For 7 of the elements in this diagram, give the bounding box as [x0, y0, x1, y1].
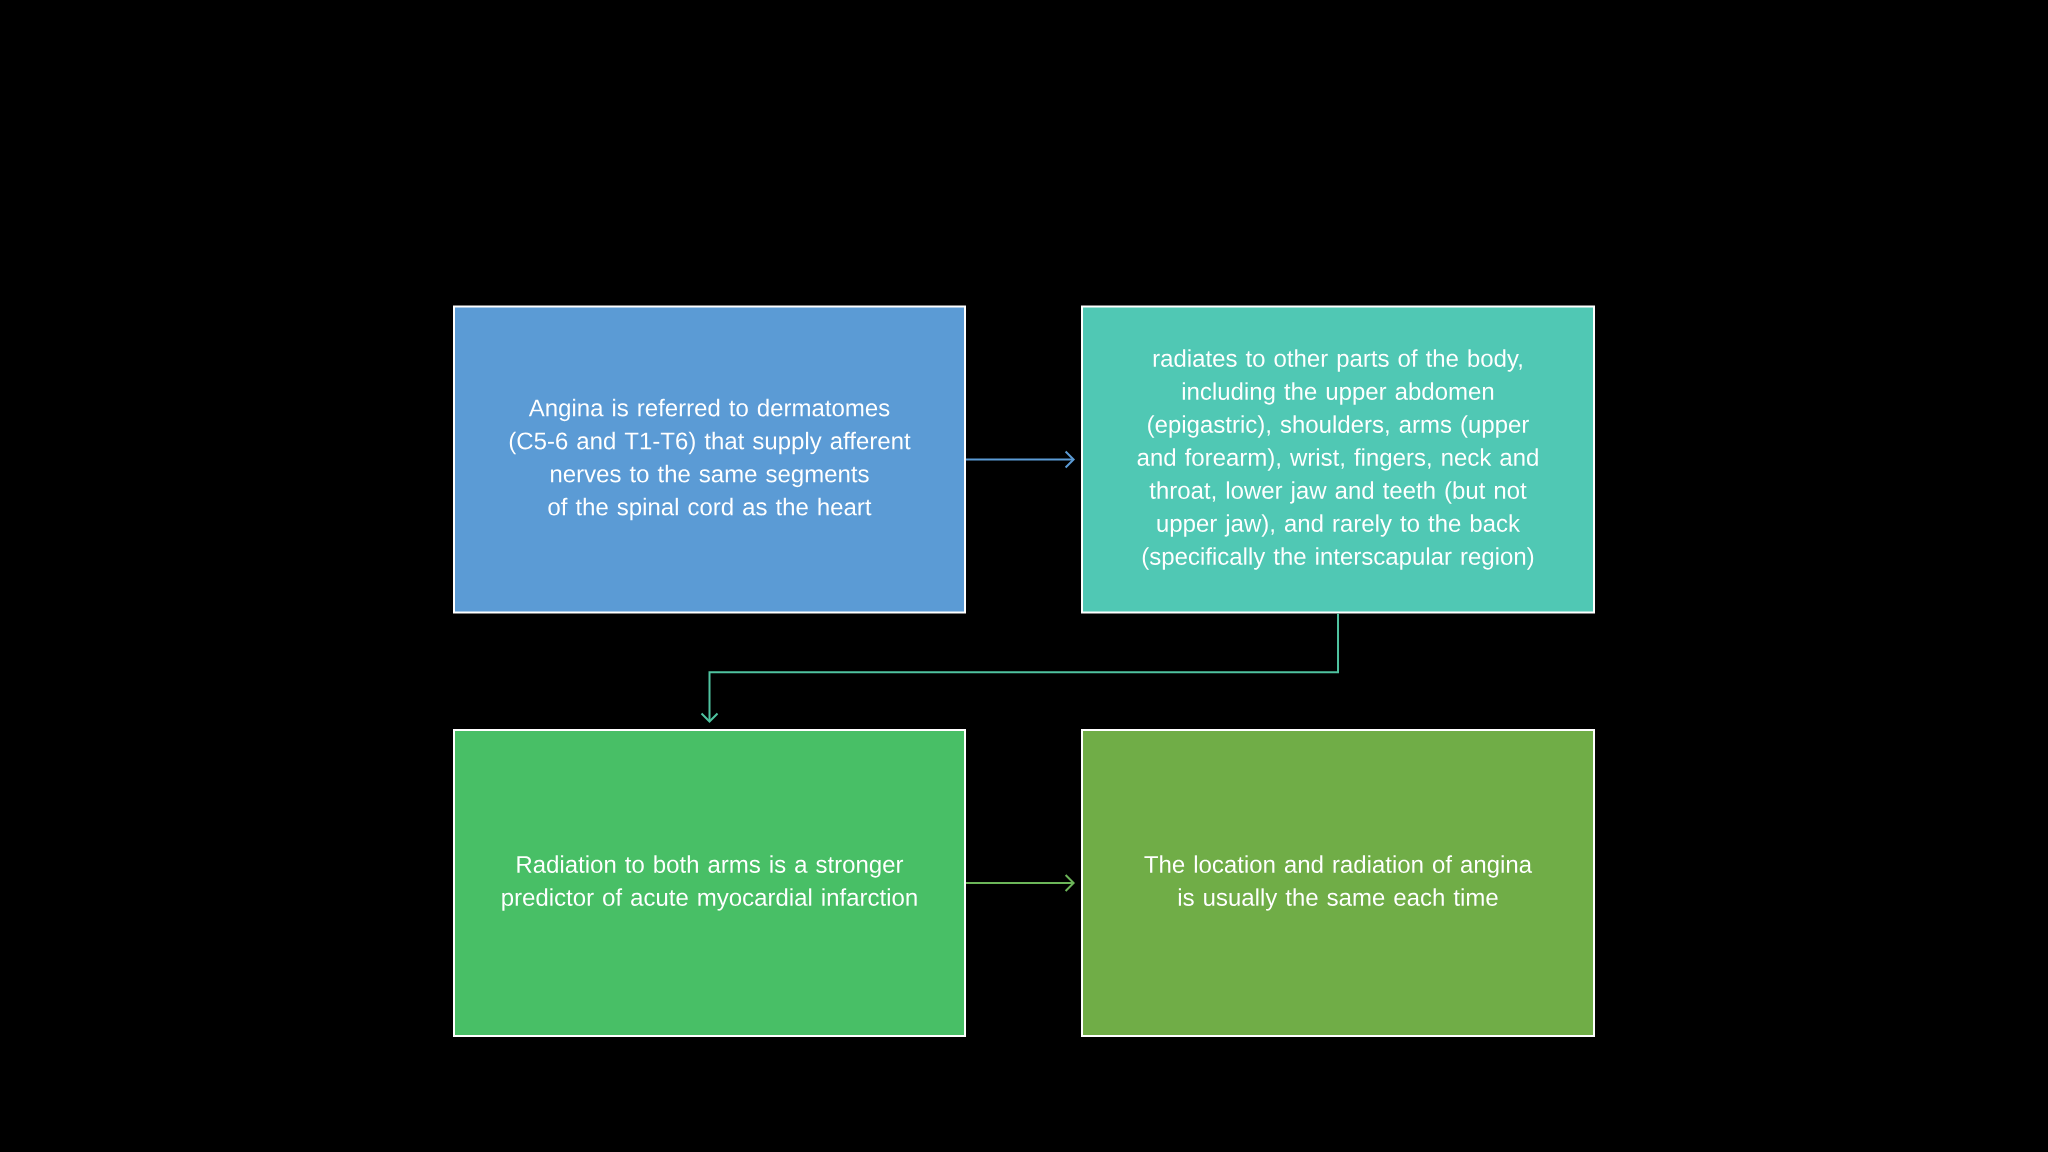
process-box: Angina is referred to dermatomes (C5-6 and T1-T6) that supply afferent nerves to the same segments of the spinal cord as the heart	[453, 305, 966, 614]
arrow	[965, 450, 1075, 469]
process-box: radiates to other parts of the body, including the upper abdomen (epigastric), shoulders, arms (upper and forearm), wrist, fingers, neck and throat, lower jaw and teeth (but not upper jaw), and rarely to the back (specifically the interscapular region)	[1081, 305, 1595, 614]
arrow	[700, 612, 1339, 723]
process-box: Radiation to both arms is a stronger predictor of acute myocardial infarction	[453, 729, 966, 1037]
process-box: The location and radiation of angina is usually the same each time	[1081, 729, 1595, 1037]
arrow	[965, 874, 1075, 892]
